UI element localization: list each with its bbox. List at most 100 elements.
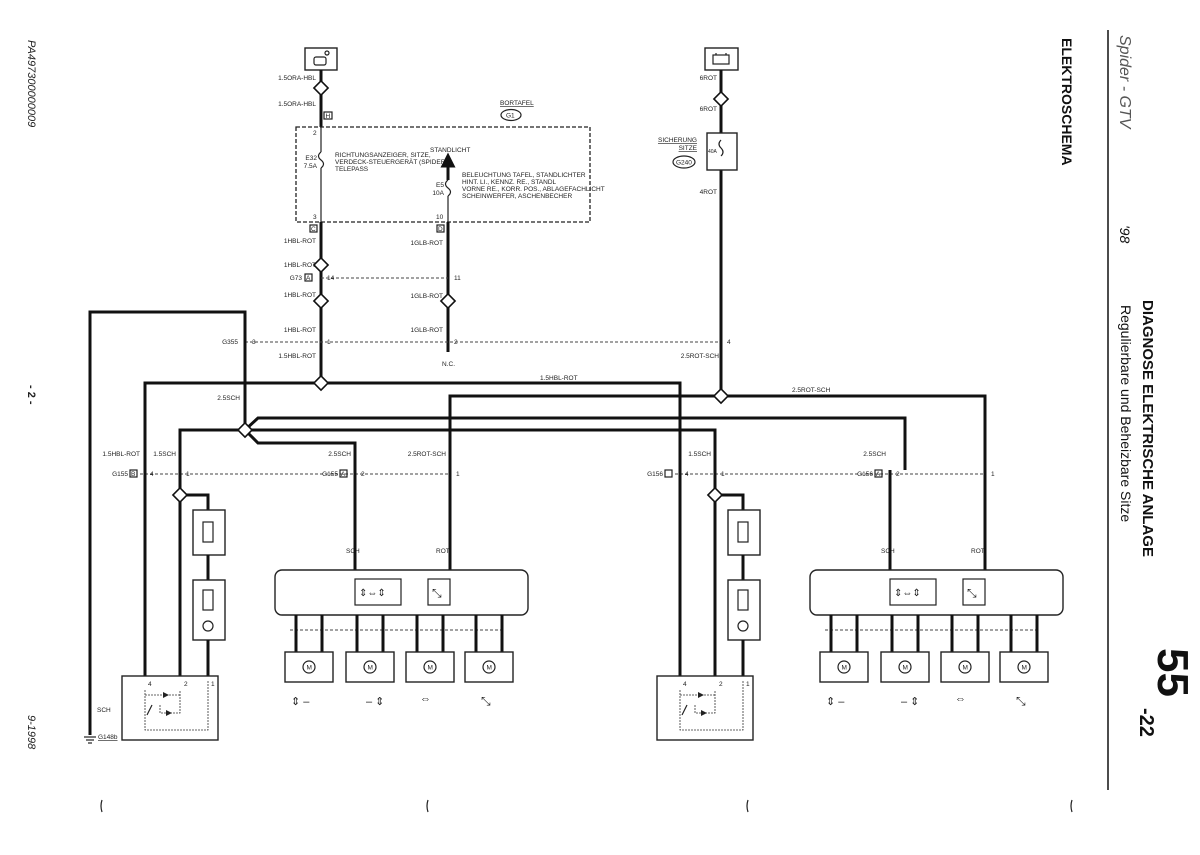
fuse-icon	[317, 151, 325, 169]
standlicht-label: STANDLICHT	[430, 147, 470, 154]
pin-label: 2	[896, 471, 900, 478]
connector-label: G155	[322, 471, 338, 478]
diagonal-arrow-icon: ⤡	[432, 586, 442, 600]
wire-label: 2.5SCH	[217, 395, 240, 402]
page-title: DIAGNOSE ELEKTRISCHE ANLAGE	[1139, 300, 1156, 557]
heater-resistor-icon	[737, 521, 749, 543]
motor-label: M	[368, 665, 373, 672]
splice-node	[312, 256, 330, 274]
wire-label: 6ROT	[700, 75, 717, 82]
fuse-icon	[444, 179, 452, 197]
scan-marks	[100, 799, 1073, 813]
page-number: - 2 -	[25, 385, 37, 405]
wire-label: 2.5ROT-SCH	[792, 387, 831, 394]
page-subtitle: Regulierbare und Beheizbare Sitze	[1118, 305, 1134, 522]
left-right-arrow-icon: ⇔	[420, 693, 431, 705]
fuse-label: E5	[436, 182, 444, 189]
wire-label: 1HBL-ROT	[284, 238, 316, 245]
seat-arrows-icon: ⇕⇔⇕	[359, 588, 386, 599]
fuse-label: E32	[305, 155, 317, 162]
wire-label: 2.5SCH	[328, 451, 351, 458]
pin-label: 2	[719, 681, 723, 688]
pin-label: 1	[186, 471, 190, 478]
fuse-icon	[718, 139, 724, 157]
fuse-desc: VERDECK-STEUERGERÄT (SPIDER)	[335, 158, 448, 166]
motor-icon	[837, 660, 851, 674]
motor-backrest: M ⤡	[999, 615, 1049, 708]
connector-label: G156	[647, 471, 663, 478]
panel-code: G1	[506, 113, 515, 120]
model-year: '98	[1117, 225, 1133, 243]
seat-heater-element	[727, 509, 761, 556]
motor-slide: M ⇔	[405, 615, 455, 705]
motor-box	[880, 651, 930, 683]
fuse-label: SITZE	[679, 145, 698, 152]
wire-label: 1GLB-ROT	[410, 293, 443, 300]
motor-label: M	[903, 665, 908, 672]
up-down-arrow-icon: – ⇕	[901, 696, 919, 708]
connector-g73: G73	[290, 275, 303, 282]
motor-box	[819, 651, 869, 683]
ignition-key-icon	[313, 50, 330, 66]
splice-node	[712, 90, 730, 108]
doc-code: PA497300000009	[25, 40, 37, 127]
fuse-code: G240	[676, 160, 692, 167]
supply-section: 1.5ORA-HBL 1.5ORA-HBL H BORTAFEL G1 2 E3…	[84, 47, 987, 744]
fuse-rating: 7.5A	[304, 163, 318, 170]
motor-label: M	[307, 665, 312, 672]
wire-label: 2.5ROT-SCH	[681, 353, 720, 360]
connector-d: D	[438, 226, 443, 233]
splice-node	[312, 79, 330, 97]
motor-box	[999, 651, 1049, 683]
wire-label: SCH	[346, 548, 360, 555]
motor-icon	[1017, 660, 1031, 674]
wire-label: 6ROT	[700, 106, 717, 113]
wire-label: 1GLB-ROT	[410, 240, 443, 247]
battery-icon	[712, 53, 730, 65]
splice-node	[312, 292, 330, 310]
thermostat-icon	[202, 620, 214, 632]
fuse-desc: HINT. LI., KENNZ. RE., STANDL	[462, 179, 557, 186]
pin-label: 4	[727, 339, 731, 346]
motor-box	[940, 651, 990, 683]
motor-box	[464, 651, 514, 683]
model-logo: Spider - GTV	[1116, 35, 1133, 130]
heater-resistor-icon	[737, 589, 749, 611]
motor-label: M	[428, 665, 433, 672]
motor-label: M	[842, 665, 847, 672]
wire-label: 1.5SCH	[153, 451, 176, 458]
motor-height-rear: M – ⇕	[345, 615, 395, 708]
doc-date: 9-1998	[25, 715, 37, 750]
connector-label: G155	[112, 471, 128, 478]
motor-box	[345, 651, 395, 683]
wire-label: ROT	[436, 548, 450, 555]
fuse-desc: SCHEINWERFER, ASCHENBECHER	[462, 193, 572, 200]
page-major: 55	[1148, 648, 1197, 697]
connector-pin: A	[876, 471, 881, 478]
motor-height-front: M ⇕ –	[819, 615, 869, 708]
ground-wire	[88, 310, 247, 735]
connector-h: H	[326, 113, 331, 120]
wire-label: 1.5HBL-ROT	[278, 353, 316, 360]
pin-label: 4	[685, 471, 689, 478]
heater-resistor-icon	[202, 589, 214, 611]
panel-name: BORTAFEL	[500, 100, 534, 107]
pin-label: 1	[456, 471, 460, 478]
motor-icon	[423, 660, 437, 674]
wire-label: ROT	[971, 548, 985, 555]
heater-switch-module	[656, 675, 754, 741]
wire-label: 4ROT	[700, 189, 717, 196]
pin-label: 1	[746, 681, 750, 688]
motor-backrest: M ⤡	[464, 615, 514, 708]
connector-pin: A	[306, 275, 311, 282]
motor-icon	[898, 660, 912, 674]
fuse-rating: 40A	[708, 149, 718, 155]
not-connected-label: N.C.	[442, 361, 455, 368]
diagonal-arrow-icon: ⤡	[967, 586, 977, 600]
thermostat-icon	[737, 620, 749, 632]
up-down-arrow-icon: ⇕ –	[826, 696, 845, 708]
pin-label: 4	[150, 471, 154, 478]
wire-label: 1.5HBL-ROT	[102, 451, 140, 458]
pin-label: 14	[327, 275, 335, 282]
wire-label: 1HBL-ROT	[284, 262, 316, 269]
